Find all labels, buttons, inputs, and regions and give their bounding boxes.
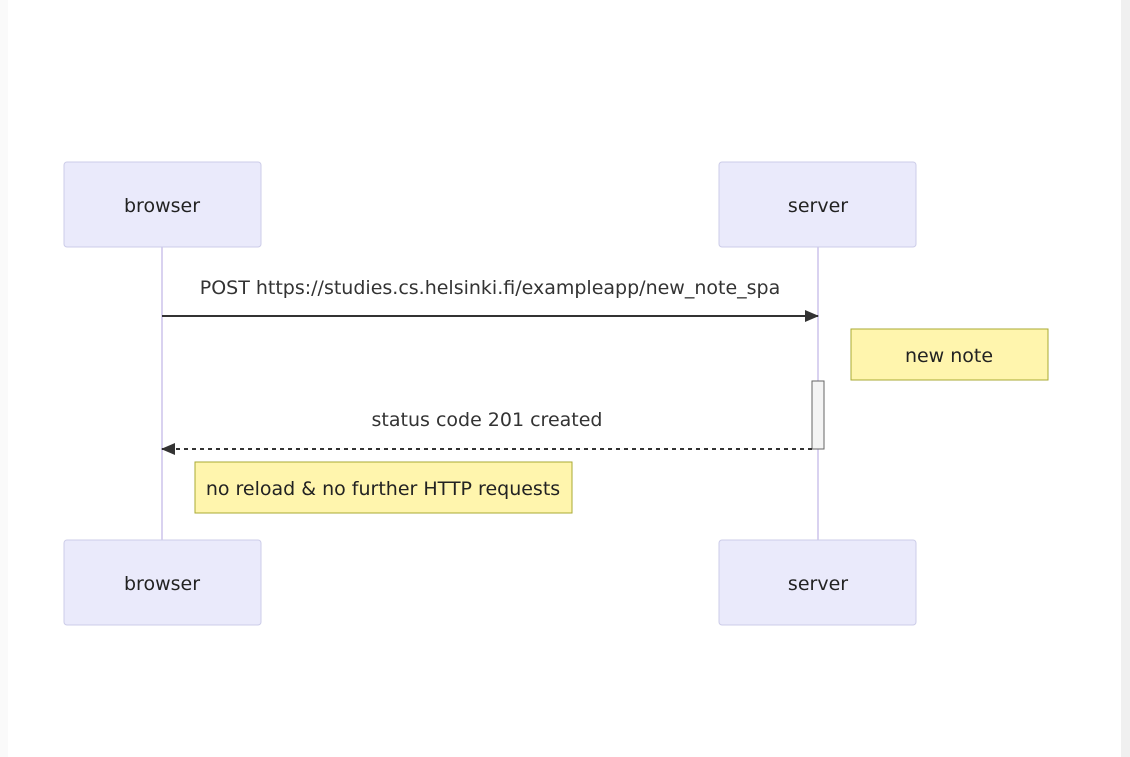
actor-browser-top-label: browser [124, 195, 200, 217]
actor-server-top-label: server [788, 195, 848, 217]
note-no-reload-label: no reload & no further HTTP requests [206, 478, 560, 500]
actor-server-top: server [718, 161, 917, 248]
message-post-label: POST https://studies.cs.helsinki.fi/exam… [200, 277, 781, 299]
server-activation [811, 380, 825, 450]
actor-browser-top: browser [63, 161, 262, 248]
note-no-reload: no reload & no further HTTP requests [194, 461, 573, 514]
right-scrollbar-track [1121, 0, 1130, 757]
actor-server-bottom-label: server [788, 573, 848, 595]
actor-browser-bottom-label: browser [124, 573, 200, 595]
actor-browser-bottom: browser [63, 539, 262, 626]
note-new-note-label: new note [905, 345, 993, 367]
message-response-label: status code 201 created [372, 409, 603, 431]
actor-server-bottom: server [718, 539, 917, 626]
note-new-note: new note [850, 328, 1049, 381]
left-margin [0, 0, 8, 757]
